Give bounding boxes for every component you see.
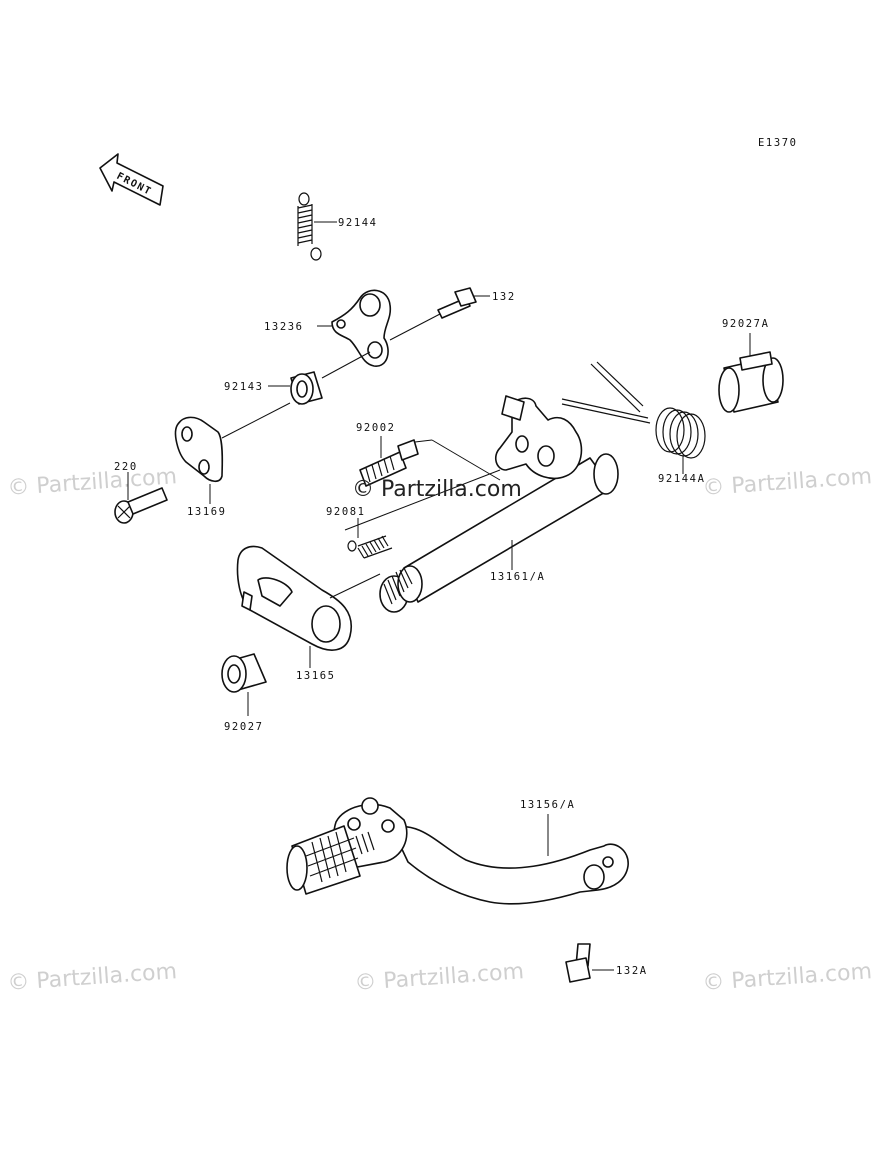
label-92027A: 92027A [722, 318, 770, 330]
watermark-center: © Partzilla.com [352, 477, 522, 502]
label-92144: 92144 [338, 217, 378, 229]
label-92143: 92143 [224, 381, 264, 393]
spring-92144A [561, 361, 706, 459]
watermark-right-low: © Partzilla.com [702, 959, 873, 996]
watermarks: © Partzilla.com © Partzilla.com © Partzi… [7, 464, 873, 996]
collar-92027A [718, 351, 784, 413]
plate-13165 [236, 545, 353, 651]
label-132: 132 [492, 291, 516, 303]
spring-92081 [347, 535, 393, 559]
bolt-132A [565, 943, 591, 983]
label-13161A: 13161/A [490, 571, 545, 583]
arm-13236 [331, 289, 392, 367]
plate-13169 [174, 416, 224, 483]
label-92027: 92027 [224, 721, 264, 733]
label-92144A: 92144A [658, 473, 706, 485]
pedal-13156A [286, 797, 629, 905]
label-132A: 132A [616, 965, 648, 977]
watermark-center-low: © Partzilla.com [354, 959, 525, 996]
pin-92002 [359, 439, 419, 487]
screw-220 [114, 487, 168, 524]
watermark-right-mid: © Partzilla.com [702, 464, 873, 501]
label-13165: 13165 [296, 670, 336, 682]
spring-92144 [297, 192, 322, 261]
collar-92027 [221, 653, 267, 693]
label-13169: 13169 [187, 506, 227, 518]
label-13236: 13236 [264, 321, 304, 333]
shaft-13161A [379, 395, 619, 613]
label-220: 220 [114, 461, 138, 473]
label-13156A: 13156/A [520, 799, 575, 811]
label-92081: 92081 [326, 506, 366, 518]
bolt-132 [437, 287, 477, 319]
collar-92143 [290, 371, 323, 405]
diagram-code: E1370 [758, 137, 798, 149]
watermark-left-low: © Partzilla.com [7, 959, 178, 996]
label-92002: 92002 [356, 422, 396, 434]
front-arrow-icon: FRONT [99, 153, 164, 206]
